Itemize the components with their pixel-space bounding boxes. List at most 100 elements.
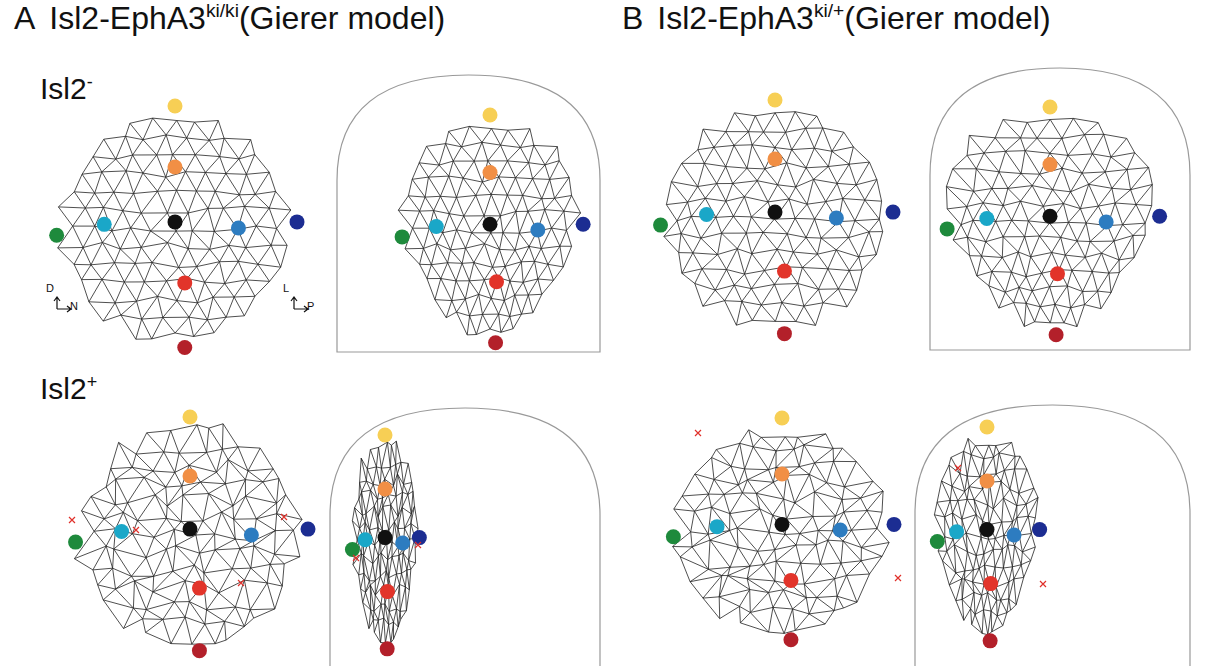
label-text: L bbox=[283, 282, 289, 294]
cross-mark bbox=[353, 555, 359, 561]
marker-dot bbox=[949, 524, 964, 539]
marker-dot bbox=[777, 326, 792, 341]
marker-dot bbox=[768, 152, 783, 167]
retina-mesh bbox=[58, 118, 291, 339]
marker-dot bbox=[653, 218, 668, 233]
cross-mark bbox=[895, 575, 901, 581]
cross-mark bbox=[281, 514, 287, 520]
colliculus-mesh bbox=[946, 118, 1152, 326]
label-text: Isl2 bbox=[40, 72, 87, 105]
panel-title: AIsl2-EphA3ki/ki(Gierer model) bbox=[14, 0, 453, 37]
marker-dot bbox=[1043, 157, 1058, 172]
colliculus-mesh bbox=[352, 441, 418, 643]
colliculus-mesh bbox=[398, 126, 580, 335]
marker-dot bbox=[49, 228, 64, 243]
marker-dot bbox=[980, 522, 995, 537]
colliculus-outline bbox=[337, 75, 600, 352]
colliculus-outline bbox=[930, 68, 1190, 350]
marker-dot bbox=[1099, 215, 1114, 230]
marker-dot bbox=[380, 641, 395, 656]
marker-dot bbox=[429, 219, 444, 234]
mesh-lines bbox=[934, 438, 1038, 634]
marker-dot bbox=[358, 532, 373, 547]
axis-arrow bbox=[291, 297, 297, 309]
axis-label: D bbox=[46, 282, 54, 294]
mesh-lines bbox=[673, 430, 890, 634]
panel-title: B Isl2-EphA3ki/+(Gierer model) bbox=[622, 0, 1059, 37]
cross-mark bbox=[955, 465, 961, 471]
label-text: A bbox=[14, 0, 35, 36]
marker-dot bbox=[168, 214, 183, 229]
colliculus-mesh bbox=[934, 438, 1038, 634]
mesh-lines bbox=[74, 424, 302, 644]
marker-dot bbox=[483, 108, 498, 123]
marker-dot bbox=[887, 517, 902, 532]
marker-dot bbox=[783, 573, 798, 588]
colliculus-outline bbox=[915, 405, 1190, 666]
superscript-text: + bbox=[87, 372, 98, 392]
retina-mesh bbox=[74, 424, 302, 644]
marker-dot bbox=[1032, 522, 1047, 537]
marker-dot bbox=[483, 165, 498, 180]
mesh-lines bbox=[398, 126, 580, 335]
marker-dot bbox=[980, 420, 995, 435]
label-text: (Gierer model) bbox=[844, 0, 1050, 36]
marker-dot bbox=[378, 530, 393, 545]
marker-dot bbox=[231, 221, 246, 236]
marker-dot bbox=[483, 217, 498, 232]
marker-dot bbox=[97, 217, 112, 232]
cross-mark bbox=[238, 580, 244, 586]
marker-dot bbox=[114, 524, 129, 539]
label-text: N bbox=[70, 300, 78, 312]
marker-dot bbox=[783, 632, 798, 647]
marker-dot bbox=[183, 410, 198, 425]
marker-dot bbox=[244, 528, 259, 543]
label-text: Isl2 bbox=[40, 372, 87, 405]
marker-dot bbox=[290, 214, 305, 229]
marker-dot bbox=[378, 428, 393, 443]
marker-dot bbox=[395, 536, 410, 551]
marker-dot bbox=[488, 335, 503, 350]
marker-dot bbox=[576, 217, 591, 232]
superscript-text: - bbox=[87, 72, 93, 92]
marker-dot bbox=[1007, 528, 1022, 543]
marker-dot bbox=[183, 469, 198, 484]
marker-dot bbox=[345, 542, 360, 557]
marker-dot bbox=[983, 633, 998, 648]
retina-mesh bbox=[664, 112, 883, 326]
superscript-text: ki/+ bbox=[814, 0, 844, 21]
row-label: Isl2- bbox=[40, 72, 93, 106]
marker-dot bbox=[395, 229, 410, 244]
marker-dot bbox=[1043, 100, 1058, 115]
marker-dot bbox=[68, 535, 83, 550]
axis-label: L bbox=[283, 282, 289, 294]
marker-dot bbox=[177, 275, 192, 290]
axis-arrow bbox=[294, 306, 308, 312]
axis-arrows bbox=[291, 297, 308, 312]
label-text: Isl2-EphA3 bbox=[657, 0, 814, 36]
marker-dot bbox=[378, 482, 393, 497]
cross-mark bbox=[1040, 581, 1046, 587]
marker-dot bbox=[980, 474, 995, 489]
superscript-text: ki/ki bbox=[206, 0, 239, 21]
mesh-lines bbox=[352, 441, 418, 643]
label-text: B bbox=[622, 0, 643, 36]
marker-dot bbox=[168, 160, 183, 175]
marker-dot bbox=[833, 523, 848, 538]
mesh-lines bbox=[946, 118, 1152, 326]
mesh-lines bbox=[664, 112, 883, 326]
label-text: D bbox=[46, 282, 54, 294]
marker-dot bbox=[192, 643, 207, 658]
cross-mark bbox=[695, 430, 701, 436]
marker-dot bbox=[183, 522, 198, 537]
marker-dot bbox=[829, 211, 844, 226]
marker-dot bbox=[930, 534, 945, 549]
marker-dot bbox=[1043, 209, 1058, 224]
marker-dot bbox=[1049, 327, 1064, 342]
marker-dot bbox=[979, 211, 994, 226]
axis-label: N bbox=[70, 300, 78, 312]
marker-dot bbox=[710, 519, 725, 534]
marker-dot bbox=[177, 340, 192, 355]
cross-mark bbox=[133, 527, 139, 533]
